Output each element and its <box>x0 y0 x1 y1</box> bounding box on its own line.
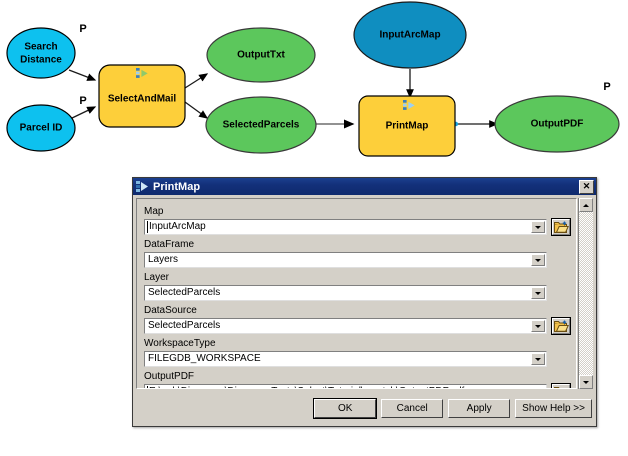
folder-icon <box>553 386 565 388</box>
workspacetype-combobox[interactable]: FILEGDB_WORKSPACE <box>144 351 547 367</box>
browse-placeholder-layer <box>551 284 571 302</box>
chevron-down-icon[interactable] <box>531 320 545 332</box>
node-output-pdf[interactable]: OutputPDF P <box>494 81 620 153</box>
field-layer: Layer SelectedParcels <box>144 272 571 302</box>
field-label-map: Map <box>144 206 164 217</box>
browse-button-map[interactable] <box>551 218 571 236</box>
parameter-flag-output-pdf: P <box>603 81 610 93</box>
node-label-selected-parcels: SelectedParcels <box>223 120 300 131</box>
edge-search-distance-to-select <box>68 69 97 81</box>
folder-add-icon <box>553 320 569 332</box>
node-selected-parcels[interactable]: SelectedParcels <box>205 96 317 154</box>
chevron-down-icon[interactable] <box>531 221 545 233</box>
folder-add-icon <box>553 221 569 233</box>
apply-button[interactable]: Apply <box>448 398 511 418</box>
field-label-outputpdf: OutputPDF <box>144 371 195 382</box>
node-parcel-id[interactable]: Parcel ID P <box>6 95 87 152</box>
field-workspacetype: WorkspaceType FILEGDB_WORKSPACE <box>144 338 571 368</box>
field-label-datasource: DataSource <box>144 305 197 316</box>
printmap-dialog[interactable]: PrintMap ✕ Map InputArcMap <box>132 177 597 427</box>
node-select-and-mail[interactable]: SelectAndMail <box>98 64 186 128</box>
node-print-map[interactable]: PrintMap <box>358 95 456 157</box>
chevron-down-icon[interactable] <box>531 287 545 299</box>
scroll-down-icon[interactable] <box>579 375 593 389</box>
scroll-up-icon[interactable] <box>579 198 593 212</box>
node-label-search-distance-line2: Distance <box>20 55 62 66</box>
node-label-search-distance-line1: Search <box>24 42 57 53</box>
dataframe-combobox[interactable]: Layers <box>144 252 547 268</box>
cancel-button[interactable]: Cancel <box>381 398 444 418</box>
chevron-down-icon[interactable] <box>531 254 545 266</box>
workspacetype-value[interactable]: FILEGDB_WORKSPACE <box>148 353 261 364</box>
model-flowchart-canvas[interactable]: Search Distance P Parcel ID P SelectAndM… <box>0 0 628 172</box>
dialog-button-row: OK Cancel Apply Show Help >> <box>136 389 593 423</box>
outputpdf-input[interactable]: E:\pub\Discovery\DiscoveryTests\Select\T… <box>144 384 547 388</box>
node-label-select-and-mail: SelectAndMail <box>108 94 177 105</box>
edge-parcel-id-to-select <box>69 106 97 120</box>
close-icon[interactable]: ✕ <box>579 179 594 194</box>
dialog-body: Map InputArcMap <box>133 195 596 426</box>
node-search-distance[interactable]: Search Distance P <box>6 23 87 79</box>
edge-select-to-selected-parcels <box>184 101 209 119</box>
datasource-value[interactable]: SelectedParcels <box>148 320 221 331</box>
field-label-workspacetype: WorkspaceType <box>144 338 216 349</box>
field-datasource: DataSource SelectedParcels <box>144 305 571 335</box>
edge-select-to-output-txt <box>184 73 209 89</box>
ok-button[interactable]: OK <box>313 397 378 419</box>
show-help-button[interactable]: Show Help >> <box>515 398 592 418</box>
browse-placeholder-dataframe <box>551 251 571 269</box>
script-tool-icon <box>136 180 149 193</box>
node-label-input-arcmap: InputArcMap <box>379 30 440 41</box>
dialog-title: PrintMap <box>153 180 201 193</box>
field-outputpdf: OutputPDF E:\pub\Discovery\DiscoveryTest… <box>144 371 571 388</box>
node-label-output-txt: OutputTxt <box>237 50 285 61</box>
form-panel-wrap: Map InputArcMap <box>136 198 593 389</box>
field-label-layer: Layer <box>144 272 170 283</box>
node-label-print-map: PrintMap <box>386 121 429 132</box>
map-value[interactable]: InputArcMap <box>145 220 531 234</box>
browse-placeholder-workspacetype <box>551 350 571 368</box>
node-output-txt[interactable]: OutputTxt <box>206 27 316 83</box>
browse-button-outputpdf[interactable] <box>551 383 571 388</box>
script-tool-icon-print-map <box>403 100 415 110</box>
layer-value[interactable]: SelectedParcels <box>148 287 221 298</box>
map-combobox[interactable]: InputArcMap <box>144 219 547 235</box>
dataframe-value[interactable]: Layers <box>148 254 179 265</box>
form-vertical-scrollbar[interactable] <box>578 198 593 389</box>
chevron-down-icon[interactable] <box>531 353 545 365</box>
parameter-flag-search-distance: P <box>79 23 86 35</box>
layer-combobox[interactable]: SelectedParcels <box>144 285 547 301</box>
datasource-combobox[interactable]: SelectedParcels <box>144 318 547 334</box>
parameter-flag-parcel-id: P <box>79 95 86 107</box>
browse-button-datasource[interactable] <box>551 317 571 335</box>
node-label-output-pdf: OutputPDF <box>531 119 584 130</box>
dialog-titlebar[interactable]: PrintMap ✕ <box>133 178 596 195</box>
parameter-form-panel: Map InputArcMap <box>136 198 577 389</box>
field-label-dataframe: DataFrame <box>144 239 195 250</box>
node-input-arcmap[interactable]: InputArcMap <box>353 1 467 69</box>
field-dataframe: DataFrame Layers <box>144 239 571 269</box>
scrollbar-track[interactable] <box>579 212 593 375</box>
edge-printmap-to-output-pdf <box>453 120 499 128</box>
node-label-parcel-id: Parcel ID <box>20 123 63 134</box>
script-tool-icon-select-and-mail <box>136 68 148 78</box>
field-map: Map InputArcMap <box>144 206 571 236</box>
